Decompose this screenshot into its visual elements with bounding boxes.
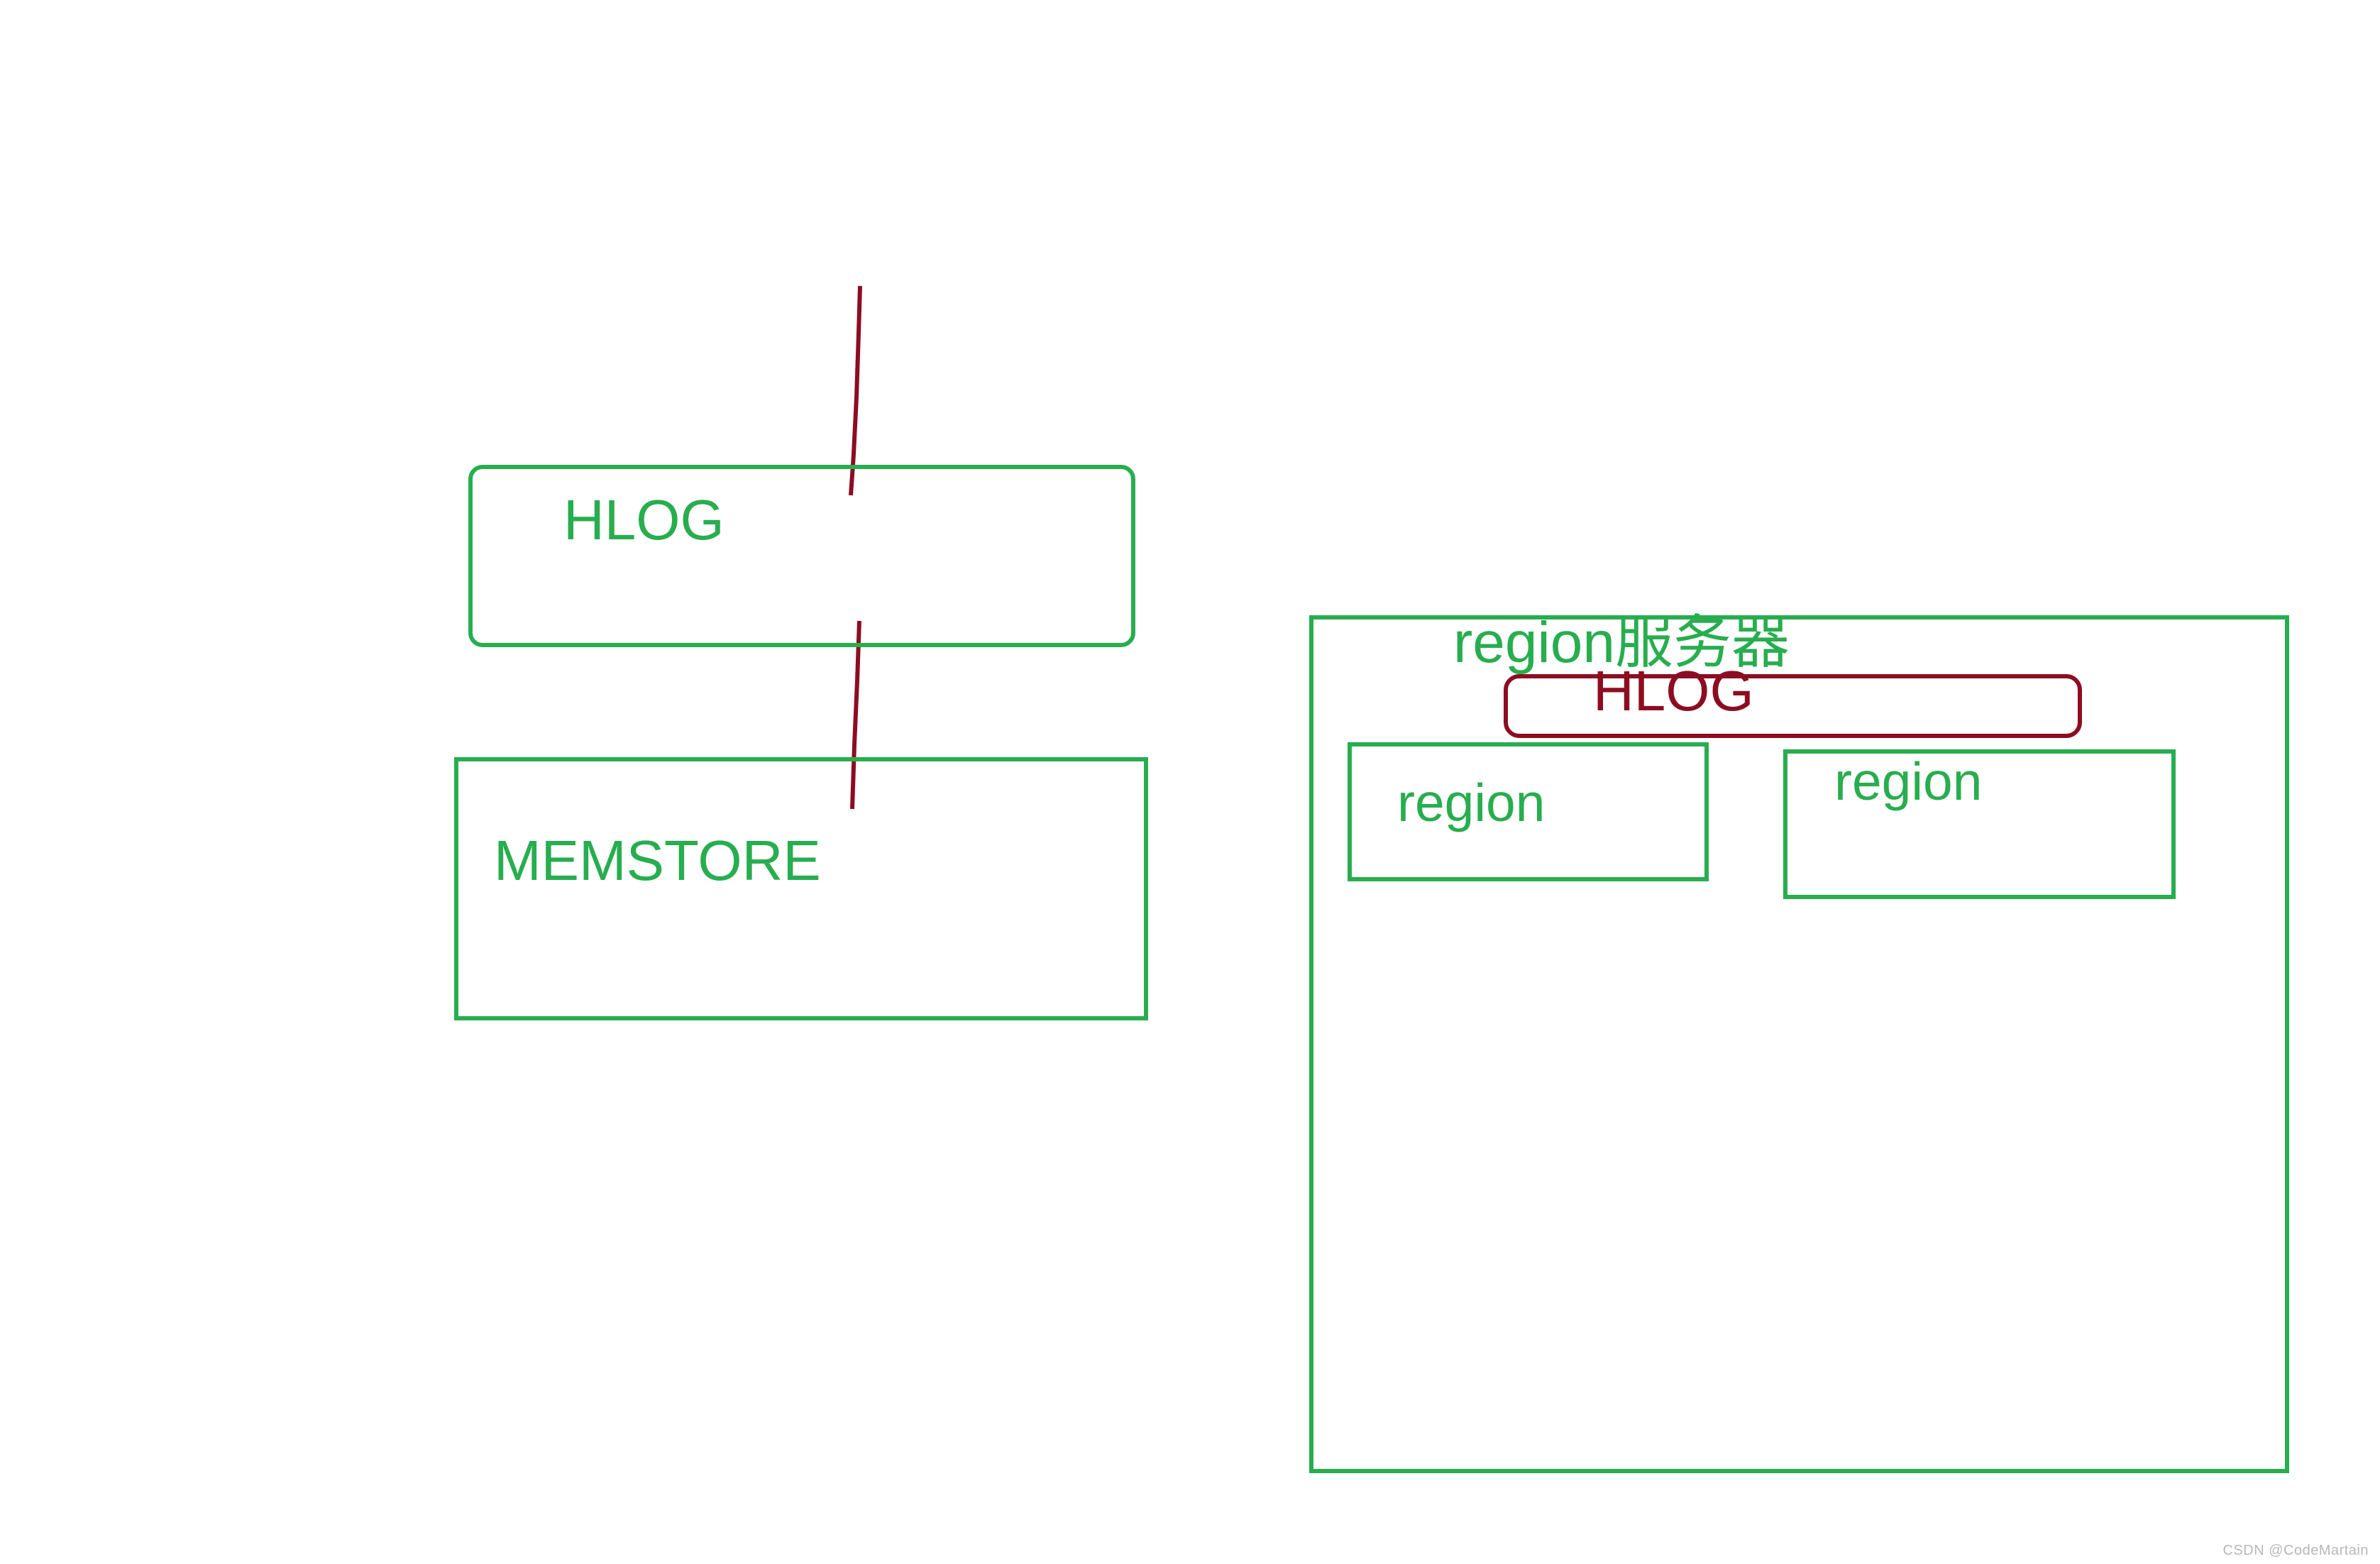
- region-box-1: region: [1348, 742, 1709, 881]
- watermark-text: CSDN @CodeMartain: [2222, 1543, 2369, 1558]
- hlog-box-left: HLOG: [468, 465, 1135, 647]
- region-box-2-label: region: [1834, 751, 1983, 811]
- region-box-2: region: [1783, 749, 2176, 899]
- hlog-box-inner-label: HLOG: [1593, 659, 1754, 722]
- hlog-box-inner: HLOG: [1504, 663, 2082, 738]
- memstore-box-label: MEMSTORE: [494, 829, 821, 892]
- memstore-box: MEMSTORE: [454, 757, 1148, 1020]
- hlog-box-left-label: HLOG: [563, 488, 725, 551]
- red-ink-stroke-top: [849, 285, 862, 496]
- region-box-1-label: region: [1397, 773, 1546, 832]
- region-server-box: region服务器 HLOG region region: [1309, 610, 2289, 1473]
- region-server-title: region服务器: [1453, 610, 1790, 675]
